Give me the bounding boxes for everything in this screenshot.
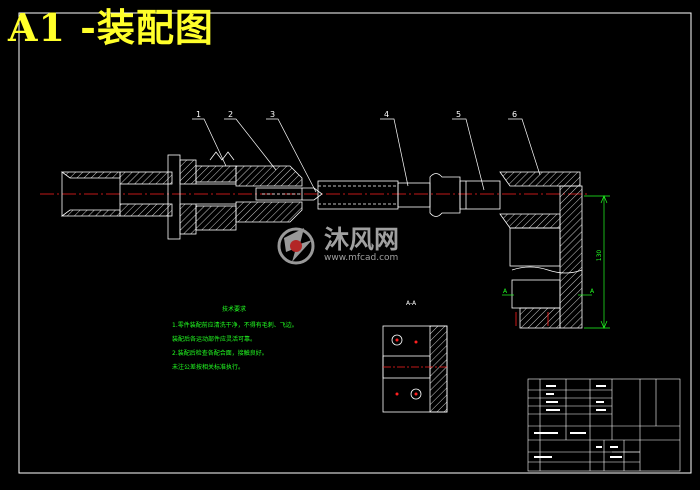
callout-1: 1 bbox=[196, 110, 202, 119]
part-main-body bbox=[167, 151, 237, 240]
watermark-name: 沐风网 bbox=[324, 225, 400, 254]
drawing-border bbox=[18, 12, 692, 474]
notes-line-2: 装配后各运动部件应灵活可靠。 bbox=[172, 336, 257, 343]
watermark-url: www.mfcad.com bbox=[324, 253, 399, 263]
part-shaft bbox=[317, 173, 501, 217]
dimension-text: 130 bbox=[596, 249, 604, 262]
part-tool-tip bbox=[302, 187, 323, 201]
notes-heading: 技术要求 bbox=[222, 306, 247, 313]
mfcad-logo-icon bbox=[277, 227, 315, 265]
part-bracket bbox=[499, 171, 583, 329]
dimension-130 bbox=[502, 195, 610, 329]
notes-line-1: 1.零件装配前应清洗干净，不得有毛刺、飞边。 bbox=[172, 322, 298, 329]
callout-6: 6 bbox=[512, 110, 518, 119]
section-mark-right: A bbox=[590, 288, 595, 295]
section-label: A-A bbox=[406, 300, 417, 307]
notes-line-4: 未注公差按相关标准执行。 bbox=[172, 364, 245, 371]
part-left-sleeve bbox=[60, 171, 173, 217]
notes-line-3: 2.装配后检查各配合面，接触良好。 bbox=[172, 350, 268, 357]
drawing-title: A1 -装配图 bbox=[8, 5, 214, 50]
section-mark-left: A bbox=[503, 288, 508, 295]
callout-4: 4 bbox=[384, 110, 390, 119]
callout-3: 3 bbox=[270, 110, 276, 119]
title-block-entries bbox=[534, 385, 622, 458]
section-view-a-a bbox=[382, 325, 448, 413]
callout-5: 5 bbox=[456, 110, 462, 119]
part-collet-nut bbox=[235, 165, 303, 223]
title-block bbox=[527, 378, 681, 472]
callout-2: 2 bbox=[228, 110, 234, 119]
callout-leaders bbox=[192, 118, 541, 193]
